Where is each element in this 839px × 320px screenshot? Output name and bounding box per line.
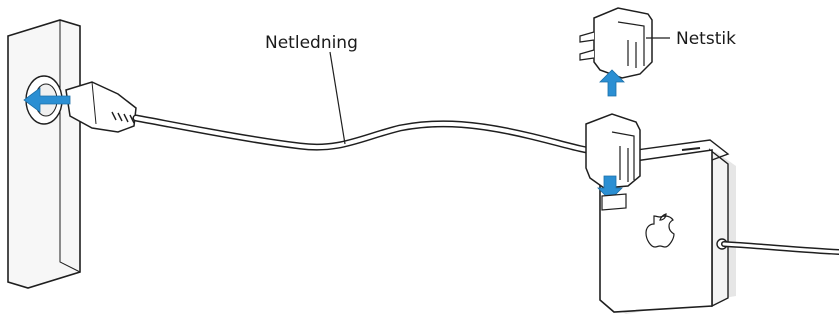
adapter-top-edge bbox=[621, 139, 730, 161]
wall-plug bbox=[65, 81, 137, 133]
remove-arrow-up bbox=[599, 69, 625, 97]
plug-ridges bbox=[111, 111, 135, 124]
power-cord-callout-line bbox=[329, 51, 346, 145]
ac-plug-detached bbox=[579, 7, 653, 79]
ac-plug-prongs bbox=[579, 31, 595, 61]
apple-logo-icon bbox=[645, 213, 675, 248]
attach-arrow-down bbox=[597, 175, 623, 201]
plug-front bbox=[91, 81, 97, 125]
dc-cord-inner bbox=[722, 242, 839, 254]
plug-body bbox=[65, 81, 137, 133]
adapter-plug-slot bbox=[601, 193, 627, 211]
ac-plug-body bbox=[593, 7, 653, 79]
ac-plug-face bbox=[617, 21, 645, 68]
power-cord-label: Netledning bbox=[265, 33, 358, 53]
ac-plug-label: Netstik bbox=[676, 29, 736, 49]
insert-arrow-left bbox=[23, 87, 71, 113]
wall-plate bbox=[7, 19, 81, 289]
attached-plug-body bbox=[585, 113, 641, 189]
wall-outlet bbox=[7, 19, 81, 289]
adapter-slot bbox=[681, 147, 701, 151]
attached-plug-face bbox=[611, 131, 635, 182]
power-adapter bbox=[599, 139, 736, 314]
ac-plug-attached bbox=[585, 113, 641, 189]
power-cord-inner bbox=[134, 116, 602, 154]
